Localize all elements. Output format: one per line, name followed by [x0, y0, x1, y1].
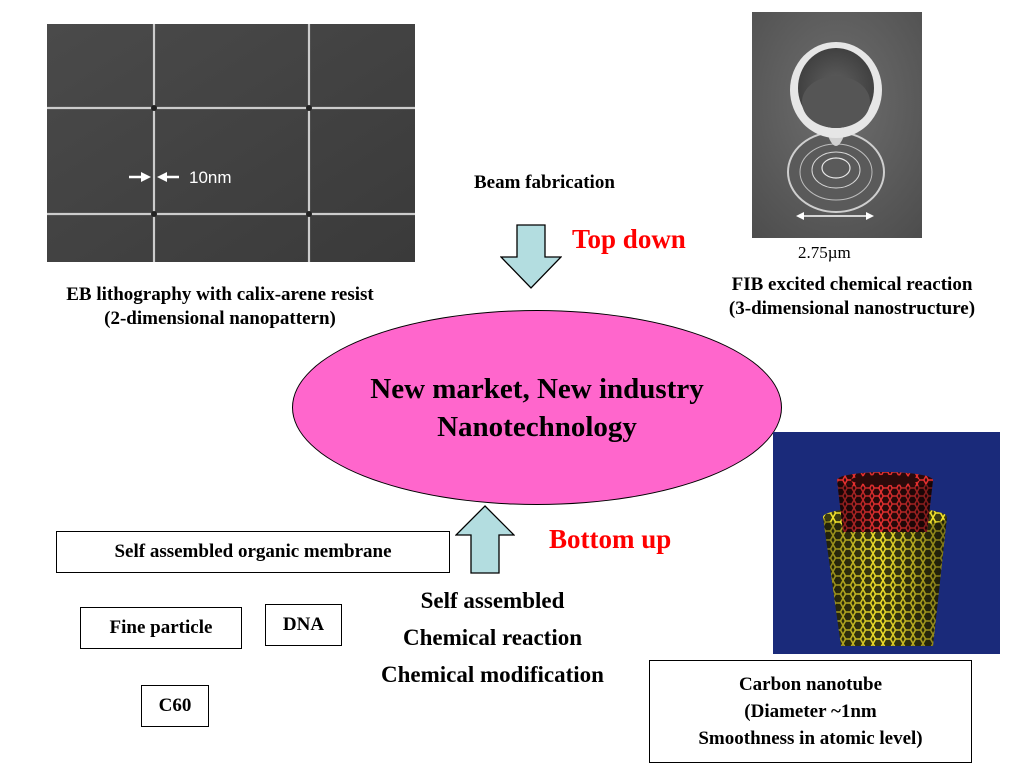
fib-caption: FIB excited chemical reaction (3-dimensi…	[680, 273, 1024, 321]
nanotube-caption-box: Carbon nanotube (Diameter ~1nm Smoothnes…	[649, 660, 972, 763]
up-arrow-icon	[455, 505, 515, 574]
nanotechnology-ellipse: New market, New industry Nanotechnology	[292, 310, 782, 505]
eb-caption-line2: (2-dimensional nanopattern)	[104, 308, 336, 329]
top-down-label: Top down	[572, 224, 686, 254]
fib-scale-label: 2.75µm	[798, 243, 851, 262]
c60-box: C60	[141, 685, 209, 727]
fib-caption-line1: FIB excited chemical reaction	[731, 274, 973, 295]
ellipse-line1: New market, New industry	[370, 372, 704, 405]
chemical-line1: Self assembled	[420, 588, 565, 613]
nanotube-caption-line3: Smoothness in atomic level)	[698, 728, 923, 749]
down-arrow-icon	[500, 224, 562, 289]
chemical-process-text: Self assembled Chemical reaction Chemica…	[340, 582, 645, 693]
fine-particle-box: Fine particle	[80, 607, 242, 649]
sem-scale-label: 10nm	[189, 168, 232, 187]
sem-grid-image: 10nm	[47, 24, 415, 262]
organic-membrane-label: Self assembled organic membrane	[114, 541, 392, 562]
organic-membrane-box: Self assembled organic membrane	[56, 531, 450, 573]
nanotube-caption-line2: (Diameter ~1nm	[744, 701, 877, 722]
chemical-line2: Chemical reaction	[402, 625, 583, 650]
bottom-up-label: Bottom up	[549, 524, 672, 554]
fib-caption-line2: (3-dimensional nanostructure)	[728, 298, 976, 319]
carbon-nanotube-image	[773, 432, 1000, 654]
nanotube-caption-line1: Carbon nanotube	[738, 674, 883, 695]
fine-particle-label: Fine particle	[109, 617, 213, 638]
dna-label: DNA	[282, 614, 325, 635]
c60-label: C60	[158, 695, 192, 716]
fib-structure-image	[752, 12, 922, 238]
dna-box: DNA	[265, 604, 342, 646]
ellipse-line2: Nanotechnology	[437, 410, 637, 443]
chemical-line3: Chemical modification	[381, 662, 604, 687]
beam-fabrication-label: Beam fabrication	[474, 172, 615, 193]
eb-caption: EB lithography with calix-arene resist (…	[0, 283, 440, 331]
eb-caption-line1: EB lithography with calix-arene resist	[66, 284, 374, 305]
